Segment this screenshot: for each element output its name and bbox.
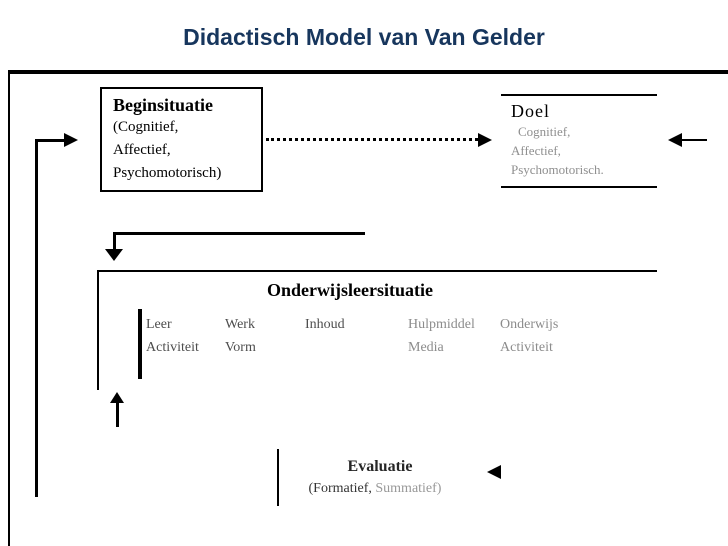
right-arrow-line: [681, 139, 707, 141]
onderwijsleersituatie-divider-bar: [138, 309, 142, 379]
elbow-horizontal-line: [113, 232, 365, 235]
feedback-vertical-line: [35, 139, 38, 497]
ols-column-leeractiviteit: Leer Activiteit: [146, 313, 199, 359]
arrowhead-left-icon: [668, 133, 682, 147]
ols-column-line: Werk: [225, 317, 255, 332]
ols-column-line: Vorm: [225, 340, 256, 355]
doel-line-3: Psychomotorisch.: [511, 162, 604, 177]
arrowhead-up-icon: [110, 392, 124, 403]
doel-heading: Doel: [511, 101, 550, 121]
ols-column-werkvorm: Werk Vorm: [225, 313, 256, 359]
ols-column-line: Activiteit: [146, 340, 199, 355]
elbow-vertical-line: [113, 232, 116, 250]
evaluatie-left-line: [277, 449, 279, 506]
arrowhead-right-icon: [478, 133, 492, 147]
beginsituatie-line-2: Affectief,: [113, 142, 171, 158]
onderwijsleersituatie-heading: Onderwijsleersituatie: [267, 280, 433, 300]
ols-column-inhoud: Inhoud: [305, 313, 345, 336]
doel-line-2: Affectief,: [511, 143, 561, 158]
arrowhead-right-icon: [64, 133, 78, 147]
beginsituatie-heading: Beginsituatie: [113, 95, 214, 115]
slide-title: Didactisch Model van Van Gelder: [183, 24, 545, 50]
ols-column-line: Activiteit: [500, 340, 553, 355]
ols-column-line: Onderwijs: [500, 317, 559, 332]
ols-column-line: Leer: [146, 317, 172, 332]
frame-top-line: [8, 70, 728, 74]
beginsituatie-line-3: Psychomotorisch): [113, 165, 222, 181]
evaluatie-subtitle: (Formatief, Summatief): [270, 481, 480, 497]
arrowhead-left-icon: [487, 465, 501, 479]
onderwijsleersituatie-top-line: [97, 270, 657, 272]
beginsituatie-line-1: (Cognitief,: [113, 119, 179, 135]
onderwijsleersituatie-left-line: [97, 270, 99, 390]
ols-column-hulpmiddel-media: Hulpmiddel Media: [408, 313, 475, 359]
evaluatie-subtitle-faded: Summatief): [375, 481, 442, 496]
evaluatie-subtitle-dark: (Formatief,: [308, 481, 372, 496]
evaluatie-heading: Evaluatie: [347, 458, 413, 475]
up-arrow-line: [116, 402, 119, 427]
doel-box: Doel Cognitief, Affectief, Psychomotoris…: [501, 94, 657, 188]
ols-column-line: Hulpmiddel: [408, 317, 475, 332]
arrowhead-down-icon: [105, 249, 123, 261]
ols-column-line: Media: [408, 340, 444, 355]
ols-column-line: Inhoud: [305, 317, 345, 332]
beginsituatie-box: Beginsituatie (Cognitief, Affectief, Psy…: [100, 87, 263, 192]
feedback-horizontal-line: [36, 139, 66, 142]
ols-column-onderwijsactiviteit: Onderwijs Activiteit: [500, 313, 558, 359]
doel-line-1: Cognitief,: [518, 124, 571, 139]
dotted-arrow-line: [266, 138, 478, 141]
frame-left-line: [8, 70, 10, 546]
